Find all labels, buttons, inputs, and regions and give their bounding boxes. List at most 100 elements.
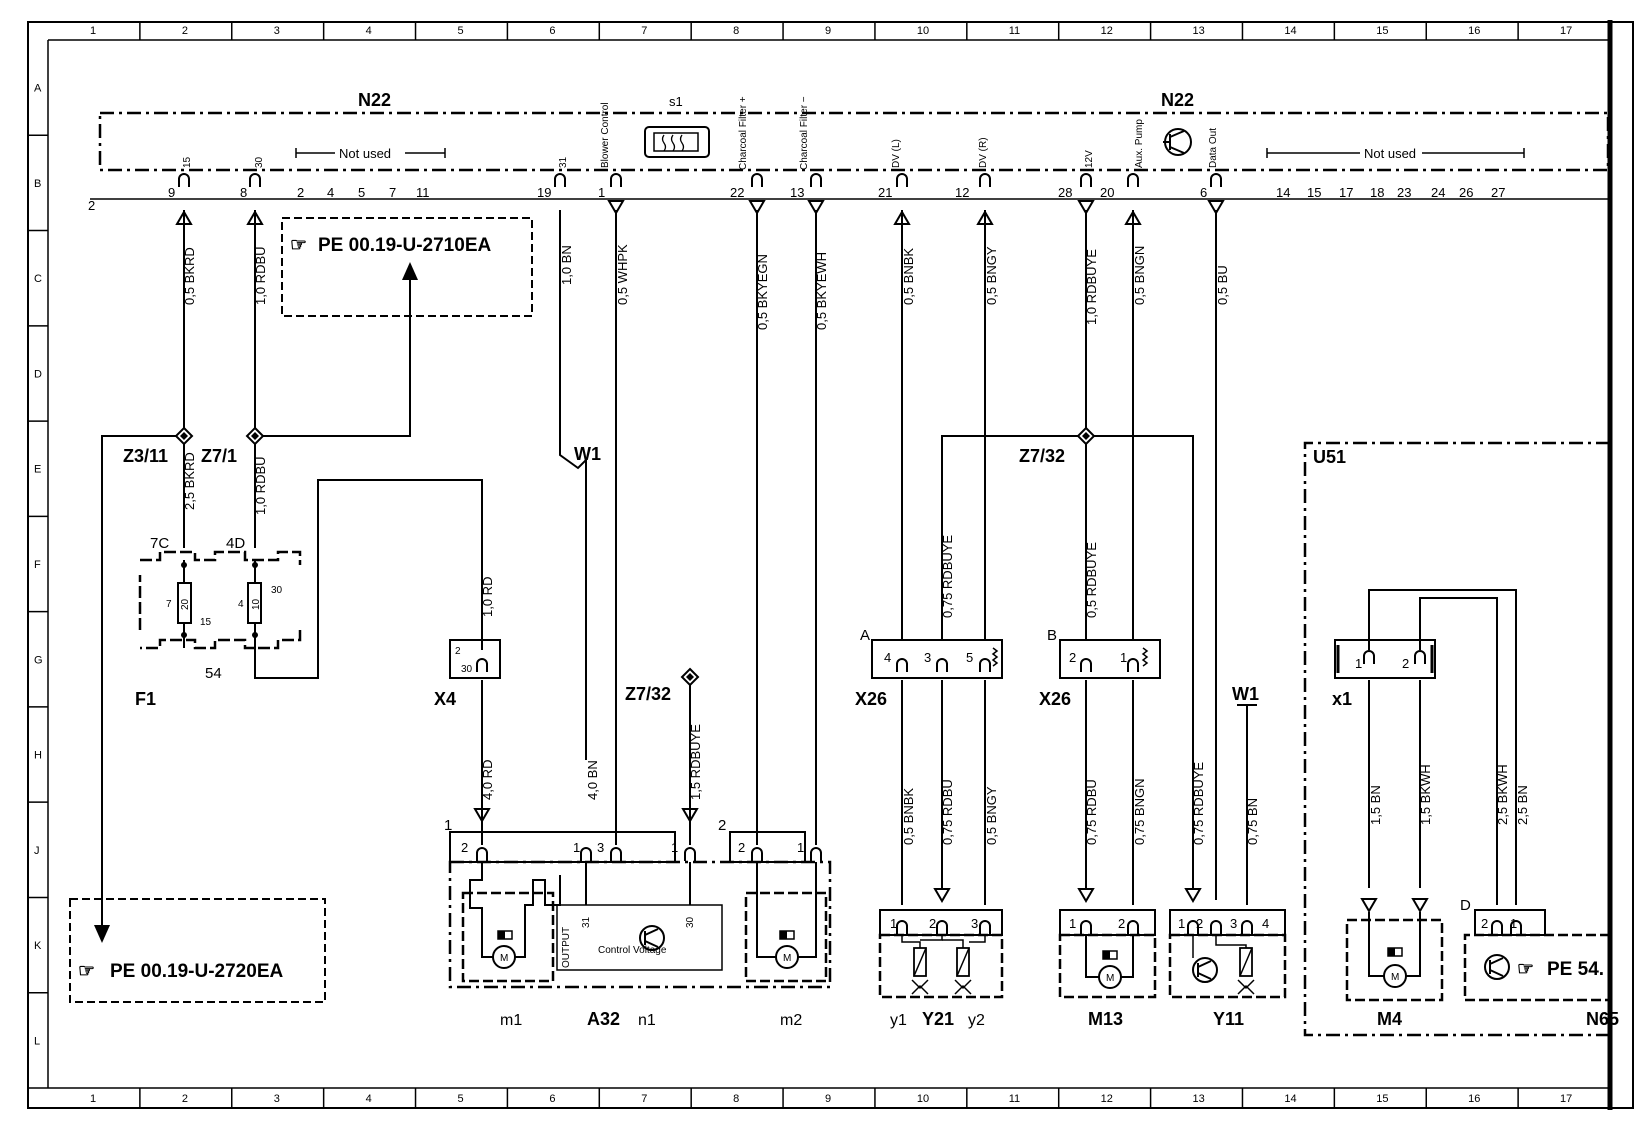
grid-col-label: 15 bbox=[1376, 25, 1388, 37]
wire-label: 1,0 BN bbox=[559, 245, 574, 285]
grid-col-label: 1 bbox=[90, 25, 96, 37]
svg-text:30: 30 bbox=[271, 585, 283, 596]
wire-label: 1,5 BKWH bbox=[1418, 764, 1433, 825]
y11-valve: 1 2 3 4 bbox=[1168, 909, 1287, 999]
wire-label: 1,0 RDBU bbox=[253, 456, 268, 515]
pin-12: 12 DV (R) bbox=[955, 137, 991, 200]
svg-text:1: 1 bbox=[598, 185, 605, 200]
z732-low-label: Z7/32 bbox=[625, 684, 671, 704]
m13-pump: 1 2 M bbox=[1058, 909, 1157, 999]
motor-icon: M bbox=[500, 953, 508, 964]
svg-text:31: 31 bbox=[581, 916, 592, 928]
wire-label: 0,5 BKYEGN bbox=[755, 254, 770, 330]
svg-text:4: 4 bbox=[884, 650, 891, 665]
pin-28: 28 12V bbox=[1058, 150, 1095, 200]
svg-text:B: B bbox=[1047, 627, 1057, 644]
svg-text:9: 9 bbox=[168, 185, 175, 200]
svg-text:1: 1 bbox=[1355, 656, 1362, 671]
x4-label: X4 bbox=[434, 689, 456, 709]
svg-text:19: 19 bbox=[537, 185, 551, 200]
svg-text:26: 26 bbox=[1459, 185, 1473, 200]
grid-col-label: 5 bbox=[457, 1093, 463, 1105]
svg-text:3: 3 bbox=[597, 840, 604, 855]
svg-text:PE 54.: PE 54. bbox=[1547, 959, 1604, 980]
svg-text:5: 5 bbox=[358, 185, 365, 200]
splice-z311 bbox=[175, 427, 193, 445]
grid-col-label: 4 bbox=[366, 25, 372, 37]
svg-text:30: 30 bbox=[461, 664, 473, 675]
svg-text:15: 15 bbox=[1307, 185, 1321, 200]
svg-text:M: M bbox=[1106, 973, 1114, 984]
grid-col-label: 14 bbox=[1284, 1093, 1296, 1105]
ref-box-top[interactable]: ☞ PE 00.19-U-2710EA bbox=[281, 217, 533, 317]
svg-text:1: 1 bbox=[1120, 650, 1127, 665]
wire-label: 0,5 BKYEWH bbox=[814, 252, 829, 330]
wire-label: 2,5 BN bbox=[1515, 785, 1530, 825]
splice-z732-low bbox=[681, 668, 699, 686]
w1-label: W1 bbox=[574, 444, 601, 464]
transistor-icon bbox=[1163, 128, 1192, 156]
wire-label: 0,75 RDBUYE bbox=[940, 535, 955, 618]
n22-label-left: N22 bbox=[358, 90, 391, 110]
svg-text:12: 12 bbox=[955, 185, 969, 200]
svg-text:10: 10 bbox=[251, 598, 262, 610]
svg-text:2: 2 bbox=[461, 840, 468, 855]
svg-text:23: 23 bbox=[1397, 185, 1411, 200]
x26-b-connector: B 2 1 bbox=[1047, 627, 1161, 679]
svg-text:2: 2 bbox=[455, 646, 461, 657]
f1-fuse-block: 7C 4D 54 7 20 15 4 10 30 bbox=[138, 535, 302, 682]
grid-col-label: 13 bbox=[1193, 25, 1205, 37]
n22-label-right: N22 bbox=[1161, 90, 1194, 110]
wire-label: 0,75 RDBU bbox=[940, 779, 955, 845]
pin-22: 22 Charcoal Filter + bbox=[730, 96, 763, 200]
not-used-left-label: Not used bbox=[339, 146, 391, 161]
svg-text:1: 1 bbox=[671, 840, 678, 855]
n65-label: N65 bbox=[1586, 1009, 1619, 1029]
x26-b-label: X26 bbox=[1039, 689, 1071, 709]
wire-label: 1,5 BN bbox=[1368, 785, 1383, 825]
wire-label: 0,5 BKRD bbox=[182, 247, 197, 305]
svg-text:30: 30 bbox=[685, 916, 696, 928]
wire-label: 0,5 BNGY bbox=[984, 786, 999, 845]
svg-text:4: 4 bbox=[238, 599, 244, 610]
svg-text:8: 8 bbox=[240, 185, 247, 200]
wire-label: 0,5 RDBUYE bbox=[1084, 542, 1099, 618]
grid-col-label: 11 bbox=[1009, 25, 1020, 37]
grid-col-label: 12 bbox=[1101, 1093, 1113, 1105]
grid-col-label: 5 bbox=[457, 25, 463, 37]
svg-text:2: 2 bbox=[1196, 916, 1203, 931]
y21-label: Y21 bbox=[922, 1009, 954, 1029]
svg-text:54: 54 bbox=[205, 665, 222, 682]
grid-col-label: 6 bbox=[549, 25, 555, 37]
grid-row-label: J bbox=[34, 845, 40, 857]
n1-label: n1 bbox=[638, 1012, 656, 1029]
pin-13: 13 Charcoal Filter − bbox=[790, 96, 822, 200]
svg-text:1: 1 bbox=[797, 840, 804, 855]
grid-col-label: 17 bbox=[1560, 1093, 1572, 1105]
svg-text:2: 2 bbox=[297, 185, 304, 200]
not-used-right-label: Not used bbox=[1364, 146, 1416, 161]
svg-text:20: 20 bbox=[1100, 185, 1114, 200]
wire-label: 0,5 BNGN bbox=[1132, 246, 1147, 305]
wire-label: 2,5 BKWH bbox=[1495, 764, 1510, 825]
splice-z732 bbox=[1077, 427, 1095, 445]
x1-label: x1 bbox=[1332, 689, 1352, 709]
svg-text:7C: 7C bbox=[150, 535, 169, 552]
grid-col-label: 10 bbox=[917, 1093, 929, 1105]
ref-box-right[interactable]: ☞ PE 54. bbox=[1517, 959, 1604, 980]
grid-col-label: 14 bbox=[1284, 25, 1296, 37]
svg-text:4: 4 bbox=[327, 185, 334, 200]
grid-col-label: 3 bbox=[274, 1093, 280, 1105]
n22-pins: 9 15 8 30 19 31 1 Blower Control 22 Char… bbox=[168, 96, 1222, 200]
wire-label: 2,5 BKRD bbox=[182, 452, 197, 510]
wire-label: 0,75 RDBU bbox=[1084, 779, 1099, 845]
grid-col-label: 10 bbox=[917, 25, 929, 37]
y2-label: y2 bbox=[968, 1012, 985, 1029]
x4-connector: 2 30 bbox=[449, 639, 501, 679]
u51-label: U51 bbox=[1313, 447, 1346, 467]
ref-box-bottom[interactable]: ☞ PE 00.19-U-2720EA bbox=[69, 898, 326, 1003]
grid-col-label: 3 bbox=[274, 25, 280, 37]
y11-label: Y11 bbox=[1213, 1009, 1244, 1029]
grid-row-label: H bbox=[34, 750, 42, 762]
